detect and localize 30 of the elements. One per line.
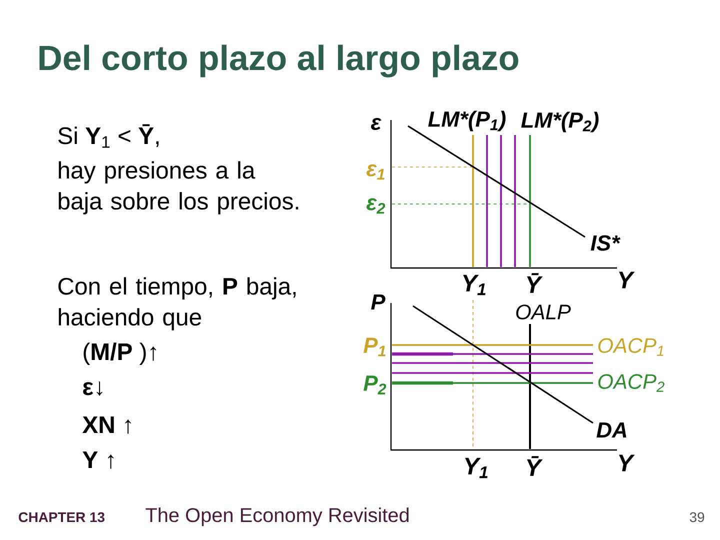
curve-label: OACP$_{1}$ [598,338,664,356]
list-item: XN ↑ [82,416,131,434]
page-number: 39 [690,512,704,522]
axis-label: P$_{2}$ [364,376,386,394]
axis-label: Ȳ [527,273,543,293]
curve-label: IS* [590,235,620,251]
axis-label: Y$_{1}$ [463,274,486,296]
list-item: ε↓ [83,382,102,396]
curve-label: LM*(P$_{1}$) [428,110,506,132]
axis-label: ε [371,118,382,130]
curve-label: OACP$_{2}$ [598,374,664,392]
slide-title: Del corto plazo al largo plazo [40,44,518,78]
axis-label: ε$_{2}$ [366,198,386,214]
footer-text: The Open Economy Revisited [146,508,409,526]
list-item: (M/P )↑ [84,342,156,365]
axis-label: P [371,294,386,310]
axis-label: ε$_{1}$ [366,164,384,180]
footer-text: CHAPTER 13 [18,512,104,522]
axis-label: Y [619,454,635,472]
curve-label: LM*(P$_{2}$) [521,112,599,132]
list-item: Y ↑ [82,452,114,469]
axis-label: Y$_{1}$ [465,458,488,478]
axis-label: Ȳ [527,456,543,476]
body-text: Con el tiempo, P baja, haciendo que [58,277,296,330]
axis-label: Y [619,272,635,288]
body-text: hay presiones a la baja sobre los precios. [58,161,298,214]
curve-label: DA [596,422,626,438]
body-text: Si Y$_{1}$ < Ȳ, [58,124,159,148]
axis-label: P$_{1}$ [364,338,386,356]
curve-label: OALP [516,304,571,320]
